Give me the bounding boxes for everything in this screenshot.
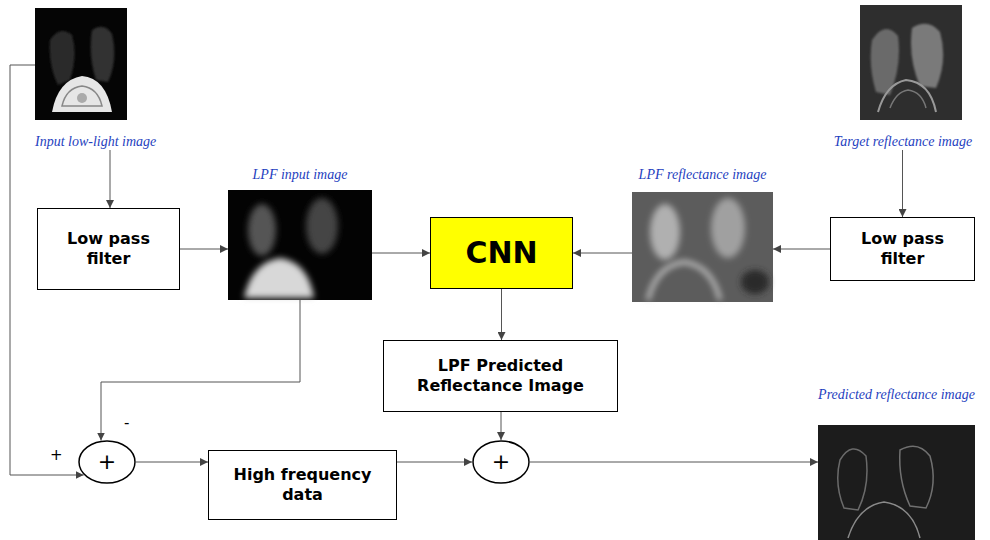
box-label: Low pass filter	[49, 229, 169, 269]
image-caption: Predicted reflectance image	[818, 386, 975, 403]
junction-sign: +	[98, 450, 116, 474]
flow-arrow	[372, 253, 430, 254]
flow-arrow	[180, 249, 228, 250]
sum-junction: +	[78, 440, 136, 484]
process-box: Low pass filter	[37, 208, 180, 290]
blurred-dish	[244, 258, 314, 298]
sign-label: +	[50, 446, 63, 464]
process-box: Low pass filter	[830, 217, 975, 281]
dish-detail	[62, 86, 102, 106]
box-label: CNN	[465, 236, 537, 270]
photo-ground	[35, 8, 127, 120]
flow-arrow	[501, 289, 502, 340]
lpf-input-photo	[228, 190, 372, 300]
blurred-shape	[306, 198, 338, 254]
dish-edge	[848, 502, 920, 538]
flow-arrow	[573, 253, 632, 254]
low-light-photo	[35, 8, 127, 120]
image-caption: Target reflectance image	[822, 133, 984, 150]
blurred-shape	[711, 198, 745, 258]
process-box: LPF Predicted Reflectance Image	[383, 340, 618, 412]
cnn-box: CNN	[430, 217, 573, 289]
predicted-reflectance-photo	[818, 425, 975, 540]
box-label: LPF Predicted Reflectance Image	[401, 356, 601, 396]
dish-outline	[878, 80, 936, 112]
image-node: Input low-light image	[35, 8, 185, 150]
box-label: Low pass filter	[843, 229, 963, 269]
lpf-reflectance-photo	[632, 192, 773, 302]
image-caption: Input low-light image	[35, 133, 185, 150]
dish-outline	[890, 90, 926, 108]
flow-arrow	[397, 462, 472, 463]
flow-arrow	[773, 249, 830, 250]
blurred-shape	[741, 270, 769, 294]
figure-edge	[900, 446, 933, 508]
junction-sign: +	[492, 450, 510, 474]
image-node: Target reflectance image	[822, 5, 984, 150]
flow-arrow	[530, 462, 818, 463]
box-label: High frequency data	[220, 465, 385, 505]
figure-shape	[50, 31, 75, 85]
blurred-dish	[648, 262, 720, 300]
flow-arrow	[110, 150, 111, 208]
figure-shape	[911, 24, 943, 88]
sign-label: -	[124, 414, 129, 432]
target-reflectance-photo	[860, 5, 962, 120]
photo-ground	[632, 192, 773, 302]
flow-arrow	[101, 300, 300, 441]
image-caption: LPF input image	[228, 166, 372, 183]
junction-ellipse	[79, 441, 135, 483]
image-node: LPF input image	[228, 166, 372, 300]
image-node: Predicted reflectance image	[818, 386, 975, 540]
flow-arrow	[136, 462, 208, 463]
dish-detail	[77, 93, 87, 103]
flow-arrow	[501, 412, 502, 440]
junction-ellipse	[473, 441, 529, 483]
photo-ground	[228, 190, 372, 300]
image-caption: LPF reflectance image	[632, 166, 773, 183]
photo-ground	[818, 425, 975, 540]
sum-junction: +	[472, 440, 530, 484]
image-node: LPF reflectance image	[632, 166, 773, 302]
blurred-shape	[248, 204, 276, 256]
flow-arrow	[902, 150, 903, 217]
process-box: High frequency data	[208, 450, 397, 520]
bright-dish	[52, 76, 112, 112]
figure-shape	[91, 27, 115, 82]
figure-edge	[838, 449, 867, 510]
blurred-shape	[650, 204, 680, 260]
photo-ground	[860, 5, 962, 120]
